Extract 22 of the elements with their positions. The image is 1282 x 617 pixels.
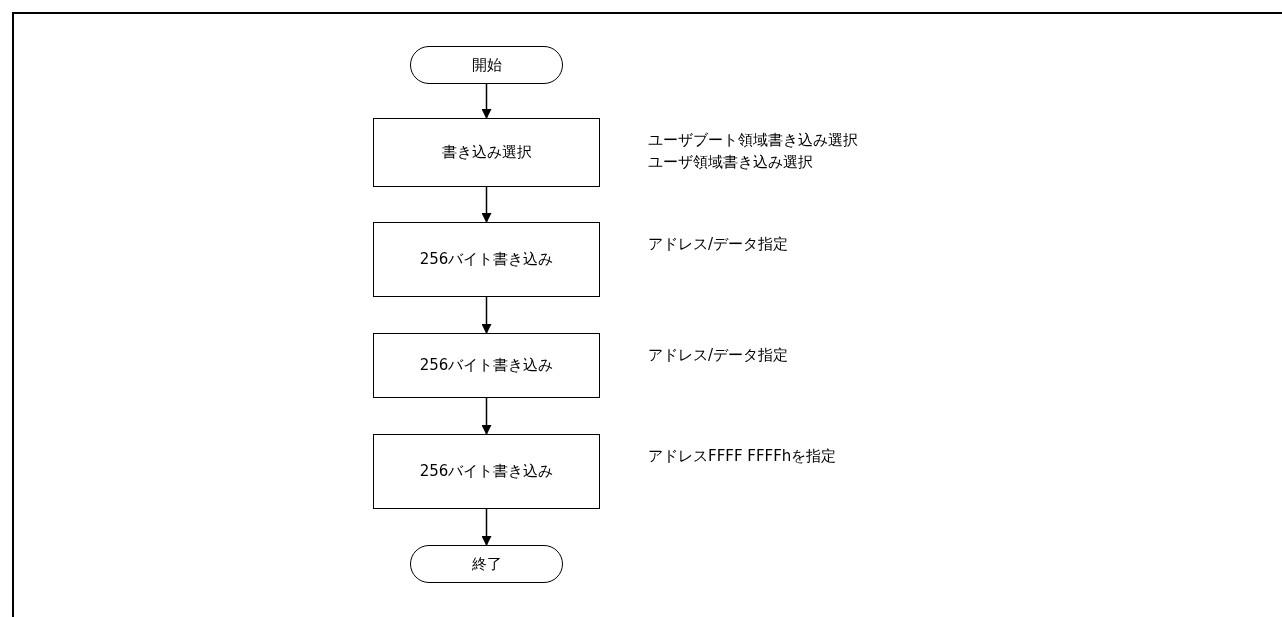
arrow (481, 83, 492, 119)
arrow (481, 296, 492, 334)
node-label: 書き込み選択 (441, 143, 532, 162)
arrow (481, 397, 492, 435)
annotation-text: アドレスFFFF FFFFhを指定 (648, 446, 837, 467)
node-label: 終了 (471, 554, 502, 574)
annotation-text: アドレス/データ指定 (648, 345, 789, 366)
node-label: 256バイト書き込み (419, 250, 554, 269)
annotation-text: ユーザ領域書き込み選択 (648, 152, 813, 173)
arrow (481, 186, 492, 223)
node-label: 開始 (471, 55, 502, 75)
node-label: 256バイト書き込み (419, 356, 554, 375)
arrow (481, 508, 492, 546)
process-box (373, 222, 600, 297)
node-label: 256バイト書き込み (419, 462, 554, 481)
process-box (373, 118, 600, 187)
process-box (373, 434, 600, 509)
process-box (373, 333, 600, 398)
annotation-text: ユーザブート領域書き込み選択 (648, 130, 858, 151)
annotation-text: アドレス/データ指定 (648, 234, 789, 255)
terminal-box (410, 545, 563, 583)
terminal-box (410, 46, 563, 84)
